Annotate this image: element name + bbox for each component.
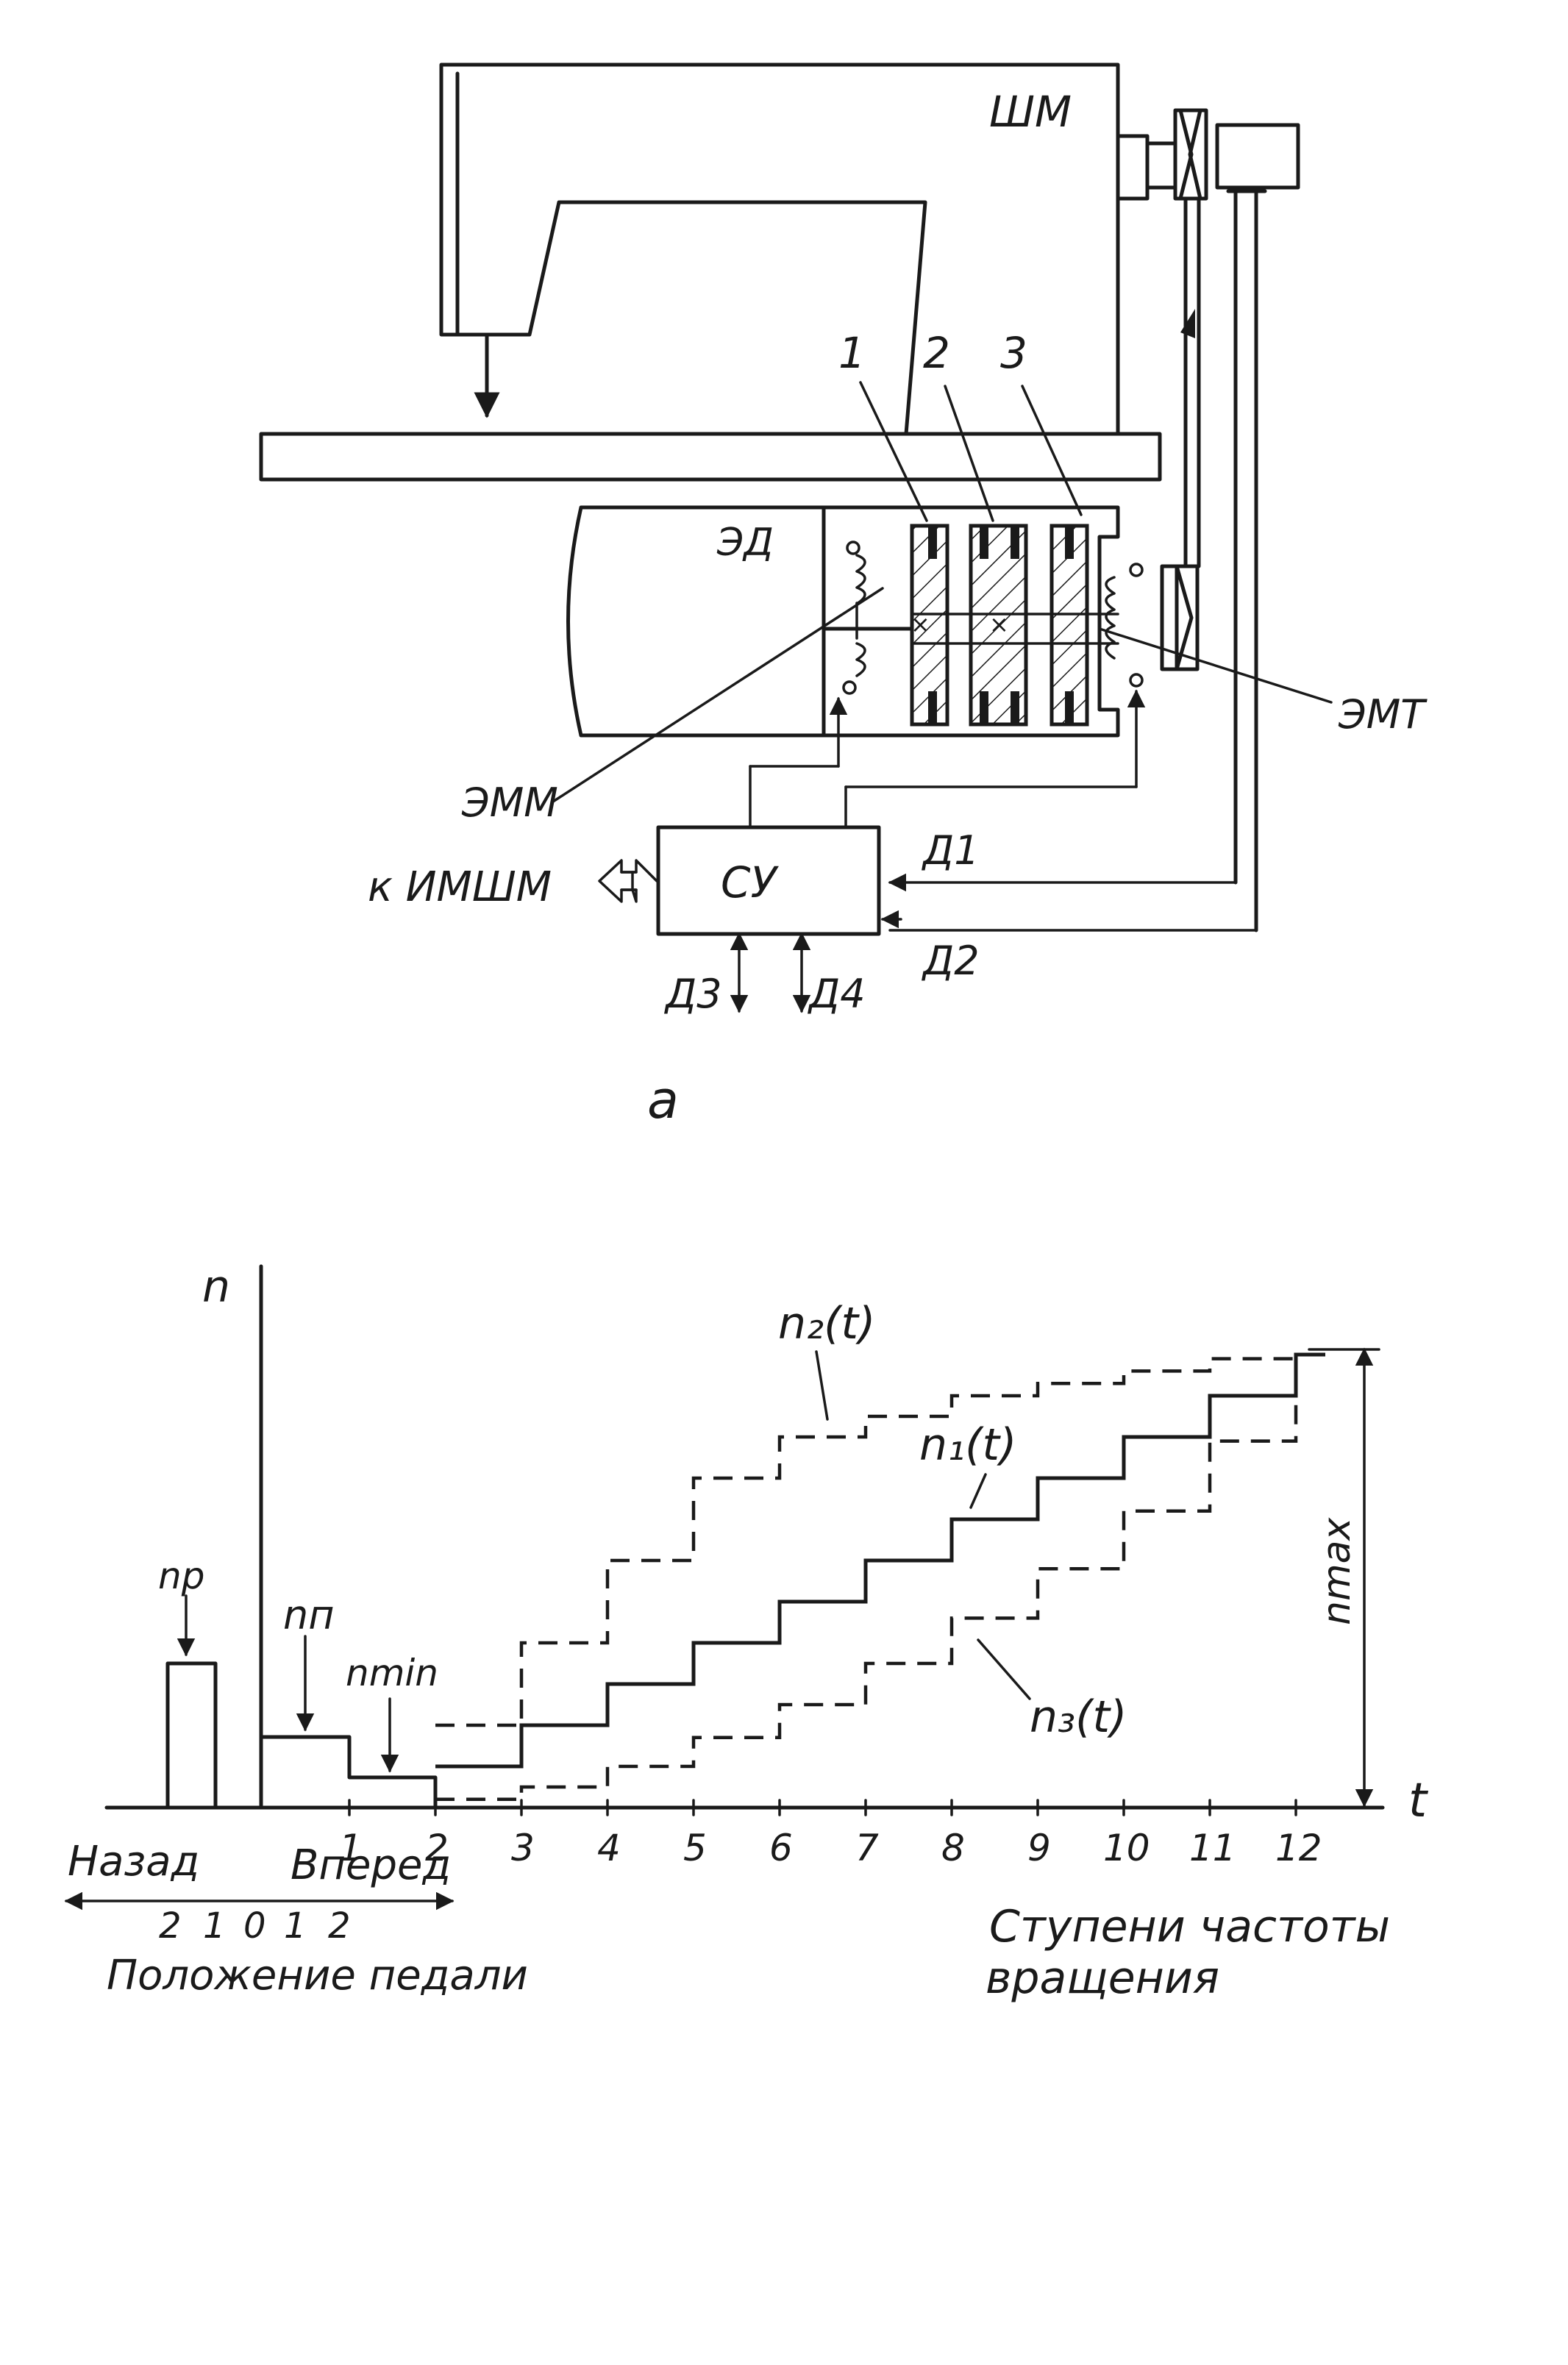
- motor-label: ЭД: [716, 521, 774, 565]
- emt-coil: ЭМТ: [1098, 563, 1428, 738]
- pedal-tick-label: 2: [159, 1905, 182, 1947]
- svg-text:×: ×: [910, 610, 930, 638]
- n2-label: n₂(t): [778, 1298, 875, 1349]
- pedal-tick-label: 1: [284, 1905, 307, 1947]
- t-axis-label: t: [1408, 1774, 1429, 1828]
- clutch-disks: × × 1 2 3: [838, 328, 1119, 727]
- np-bar: [165, 1661, 218, 1810]
- sewing-machine: ШМ: [439, 63, 1120, 436]
- diagram-a: ШМ ЭД: [259, 63, 1428, 1130]
- nmin-label: nmin: [346, 1652, 438, 1694]
- n1-label: n₁(t): [919, 1419, 1016, 1471]
- forward-label: Вперед: [291, 1841, 451, 1889]
- d3-label: Д3: [664, 971, 722, 1017]
- part-2-label: 2: [923, 328, 950, 378]
- pedal-tick-label: 2: [328, 1905, 351, 1947]
- d2-label: Д2: [922, 938, 980, 984]
- d1-label: Д1: [922, 827, 980, 874]
- x-tick-label: 6: [769, 1827, 793, 1869]
- to-imshm-label: к ИМШМ: [368, 863, 552, 911]
- nmax-label: nmax: [1315, 1517, 1359, 1625]
- x-tick-label: 9: [1027, 1827, 1051, 1869]
- series-line-1: [435, 1352, 1325, 1769]
- x-tick-label: 1: [339, 1827, 363, 1869]
- emm-coil: [842, 541, 866, 695]
- pedal-position-label: Положение педали: [107, 1952, 528, 2000]
- d4-label: Д4: [808, 971, 866, 1017]
- series-line-3: [435, 1352, 1325, 1802]
- x-tick-label: 12: [1275, 1827, 1322, 1869]
- part-3-label: 3: [1000, 328, 1027, 378]
- table-board: [259, 432, 1162, 482]
- x-tick-label: 2: [425, 1827, 449, 1869]
- back-label: Назад: [68, 1838, 199, 1886]
- emm-label: ЭММ: [461, 780, 558, 826]
- x-tick-label: 4: [597, 1827, 621, 1869]
- pedal-tick-label: 1: [203, 1905, 226, 1947]
- y-axis-label: n: [202, 1261, 230, 1313]
- np-label: nр: [158, 1555, 204, 1597]
- top-pulley: [1116, 108, 1300, 932]
- control-unit: СУ Д1 Д2 Д3 Д4 к ИМШМ: [368, 689, 1258, 1017]
- series-line-2: [435, 1352, 1325, 1727]
- part-1-label: 1: [838, 328, 866, 378]
- steps-label-line2: вращения: [986, 1952, 1219, 2004]
- n3-label: n₃(t): [1030, 1691, 1127, 1743]
- x-tick-label: 3: [511, 1827, 535, 1869]
- x-tick-label: 5: [683, 1827, 707, 1869]
- machine-label: ШМ: [989, 87, 1072, 137]
- caption-a: а: [647, 1070, 679, 1130]
- emm-pointer: [552, 587, 884, 803]
- pedal-levels: [259, 1735, 438, 1810]
- x-tick-label: 11: [1189, 1827, 1236, 1869]
- nn-label: nп: [283, 1592, 335, 1638]
- steps-label-line1: Ступени частоты: [989, 1901, 1390, 1952]
- svg-text:×: ×: [989, 610, 1009, 638]
- electric-motor: ЭД: [566, 505, 1120, 738]
- emt-label: ЭМТ: [1338, 691, 1428, 738]
- control-label: СУ: [721, 857, 779, 907]
- x-tick-label: 7: [855, 1827, 879, 1869]
- pedal-tick-label: 0: [243, 1905, 266, 1947]
- x-tick-label: 8: [941, 1827, 965, 1869]
- x-tick-label: 10: [1103, 1827, 1150, 1869]
